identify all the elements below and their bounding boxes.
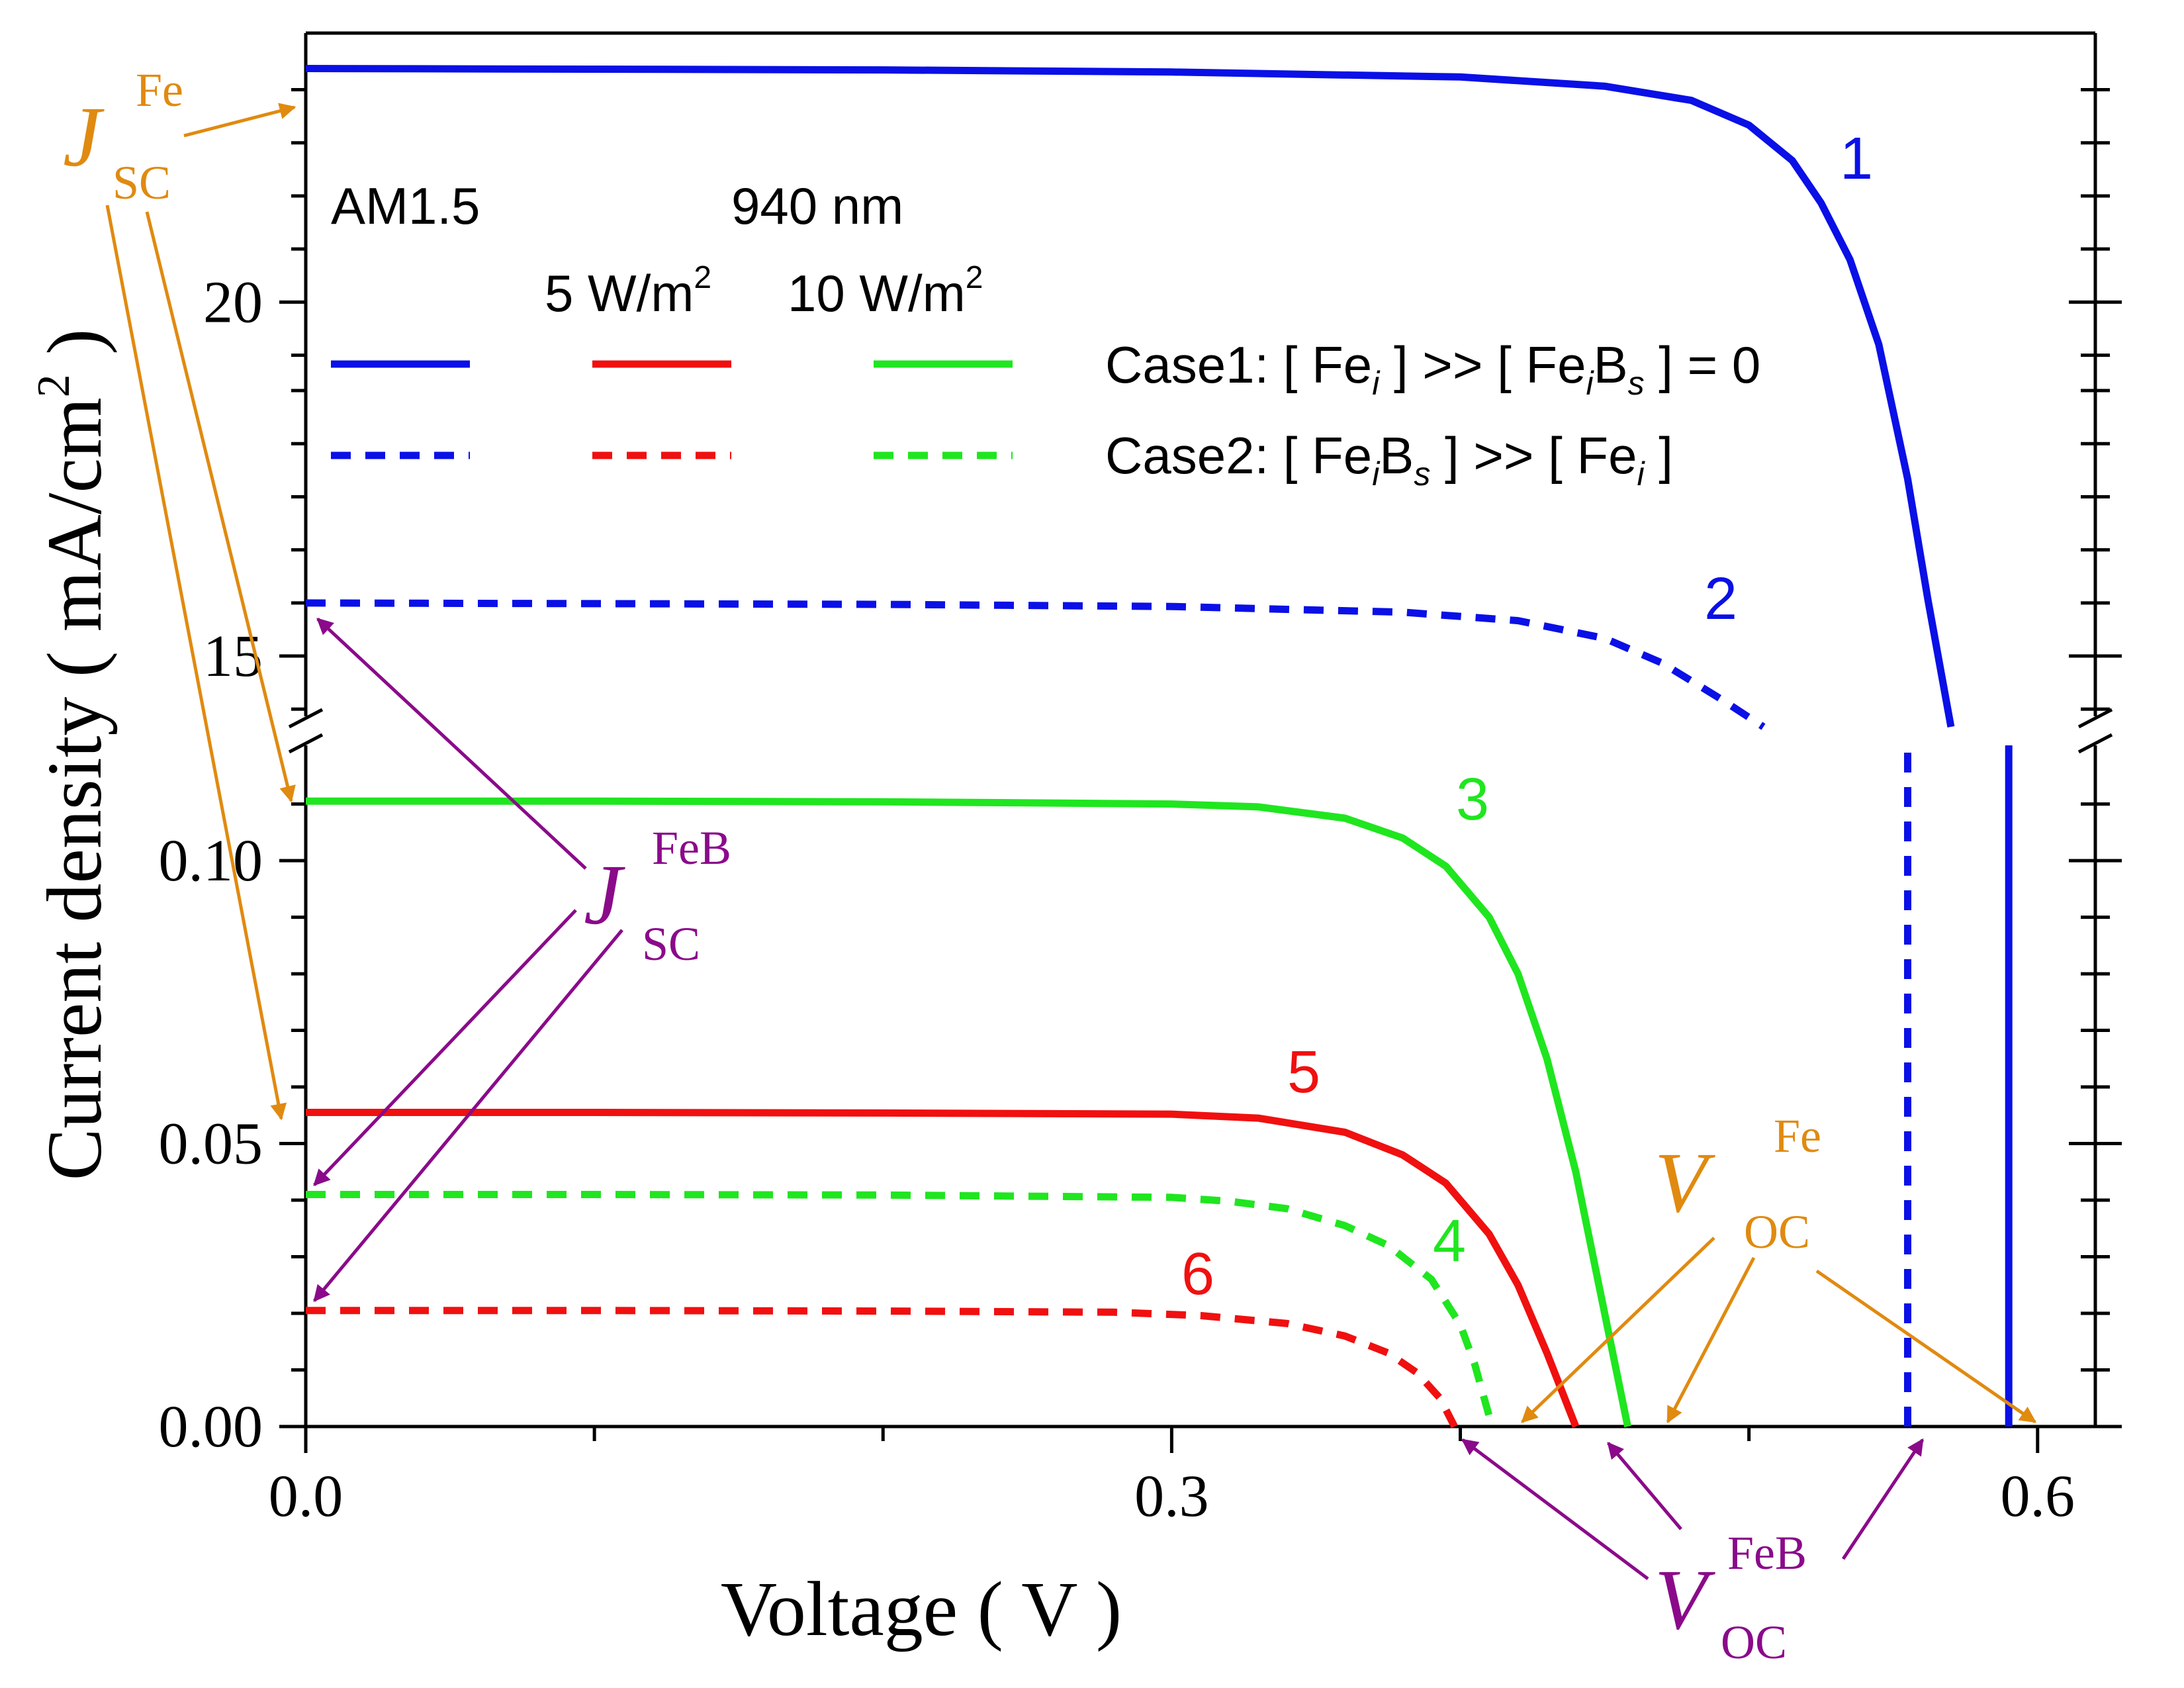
series-line-6: [306, 1307, 1458, 1429]
x-tick-label: 0.0: [269, 1464, 343, 1529]
x-tick-label: 0.3: [1134, 1464, 1209, 1529]
axis-tick-labels: 0.0 0.3 0.6 15 20 0.00 0.05 0.10: [159, 269, 2075, 1529]
arrows-jsc-feb: [313, 618, 623, 1302]
curve-labels: 1 2 3 5 4 6: [1181, 126, 1873, 1307]
y-axis-title-sup: 2: [28, 374, 79, 397]
curve-label-5: 5: [1287, 1039, 1320, 1105]
series-line-2: [305, 599, 1766, 730]
voc-fe-main: V: [1655, 1135, 1715, 1231]
y-axis-title-close: ): [31, 329, 118, 375]
arrow-jsc-feb-to-curve2: [316, 618, 587, 870]
voc-feb-main: V: [1655, 1552, 1715, 1648]
x-axis-title: Voltage ( V ): [721, 1566, 1122, 1652]
voc-fe-sub: OC: [1744, 1205, 1810, 1258]
arrow-voc-fe-to-curve3: [1666, 1256, 1756, 1424]
arrow-voc-feb-to-curve5: [1607, 1442, 1682, 1530]
voc-fe-sup: Fe: [1774, 1109, 1821, 1162]
y-tick-label: 0.00: [159, 1394, 263, 1460]
annotation-voc-feb: V FeB OC: [1655, 1526, 1807, 1669]
arrow-voc-fe-to-curve1: [1815, 1269, 2037, 1424]
series-line-4: [306, 1191, 1496, 1428]
curve-label-2: 2: [1704, 566, 1737, 632]
voc-feb-sub: OC: [1721, 1616, 1787, 1669]
arrow-jsc-fe-to-curve1: [183, 103, 296, 138]
arrow-jsc-feb-to-curve4: [313, 909, 577, 1186]
jsc-feb-main: J: [584, 847, 625, 943]
legend-10wm2: 10 W/m2: [788, 260, 983, 322]
legend-am15: AM1.5: [331, 177, 480, 235]
annotation-jsc-feb: J FeB SC: [584, 821, 731, 970]
y-tick-label: 0.10: [159, 828, 263, 894]
jsc-fe-main: J: [63, 89, 105, 185]
curve-label-1: 1: [1840, 126, 1873, 192]
annotation-voc-fe: V Fe OC: [1655, 1109, 1821, 1258]
jsc-fe-sub: SC: [113, 156, 171, 209]
legend-5wm2: 5 W/m2: [545, 260, 711, 322]
series-lines: [305, 65, 2013, 1429]
axis-break-left: [288, 708, 324, 754]
arrows-jsc-fe: [105, 103, 296, 1121]
curve-label-4: 4: [1433, 1208, 1466, 1274]
legend-940nm: 940 nm: [731, 177, 903, 235]
arrow-jsc-fe-to-curve5: [105, 205, 287, 1121]
annotation-jsc-fe: J Fe SC: [63, 64, 183, 209]
jsc-feb-sup: FeB: [652, 821, 731, 874]
y-tick-label: 20: [203, 269, 263, 335]
x-tick-label: 0.6: [2001, 1464, 2075, 1529]
arrow-jsc-fe-to-curve3: [145, 211, 296, 803]
y-axis-title: Current density ( mA/cm2 ): [28, 329, 118, 1181]
curve-label-6: 6: [1181, 1241, 1214, 1307]
arrows-voc-feb: [1461, 1438, 1925, 1580]
axis-break-right: [2077, 708, 2113, 754]
series-line-1: [305, 65, 1955, 727]
y-tick-label: 15: [203, 624, 263, 689]
axis-ticks: [279, 88, 2122, 1453]
voc-feb-sup: FeB: [1727, 1526, 1807, 1579]
y-tick-label: 0.05: [159, 1111, 263, 1177]
arrow-voc-feb-to-curve6: [1461, 1438, 1649, 1580]
legend-case1: Case1: [ Fei ] >> [ FeiBs ] = 0: [1105, 336, 1760, 402]
jsc-fe-sup: Fe: [136, 64, 183, 117]
legend: AM1.5 940 nm 5 W/m2 10 W/m2 Case1: [ Fei…: [331, 177, 1760, 492]
curve-label-3: 3: [1456, 767, 1489, 833]
jsc-feb-sub: SC: [642, 917, 700, 970]
arrow-voc-fe-to-curve4: [1521, 1237, 1715, 1423]
plot-frame: [304, 31, 2097, 1429]
series-line-5: [306, 1109, 1580, 1429]
series-line-3: [306, 797, 1631, 1428]
arrow-jsc-feb-to-curve6: [313, 929, 623, 1302]
y-axis-title-main: Current density ( mA/cm: [31, 397, 118, 1180]
legend-case2: Case2: [ FeiBs ] >> [ Fei ]: [1105, 426, 1673, 492]
arrows-voc-fe: [1521, 1237, 2037, 1424]
arrow-voc-feb-to-curve2: [1841, 1438, 1925, 1560]
